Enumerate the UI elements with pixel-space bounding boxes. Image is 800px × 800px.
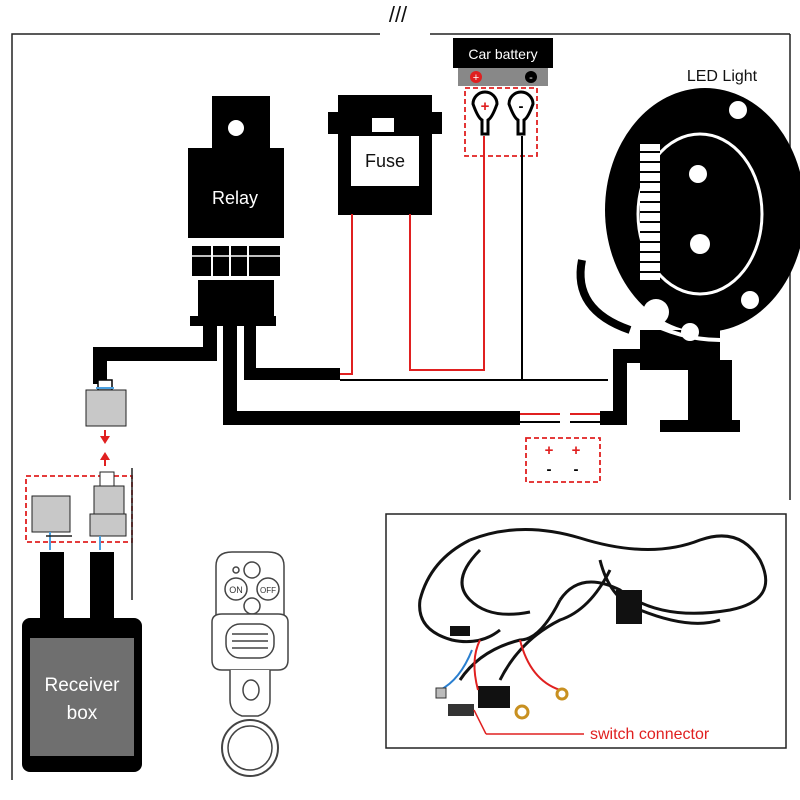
car-battery: Car battery + - (453, 38, 553, 86)
receiver-box-label-line1: Receiver (45, 675, 121, 696)
remote-on-button (224, 577, 248, 601)
battery-plus-sign: + (473, 72, 479, 84)
led-light: LED Light (576, 68, 800, 432)
svg-text:ON: ON (229, 585, 243, 595)
svg-text:OFF: OFF (260, 586, 276, 595)
wiring (93, 136, 660, 425)
ring-terminal-positive: + (471, 90, 499, 136)
battery-minus-terminal (525, 71, 537, 83)
ring-terminal-negative: - (507, 90, 535, 136)
relay-label: Relay (212, 188, 258, 208)
relay: Relay (188, 96, 284, 326)
relay-connector (85, 379, 127, 466)
polarity-minus-1: - (547, 461, 552, 478)
outer-frame (11, 33, 380, 780)
receiver-box-label-line2: box (67, 703, 98, 724)
polarity-minus-2: - (574, 461, 579, 478)
remote-key-fob: ON OFF (211, 551, 289, 777)
fuse-label: Fuse (365, 151, 405, 171)
wiring-harness-photo: switch connector (385, 513, 787, 749)
led-light-label: LED Light (687, 68, 758, 85)
receiver-connectors (25, 468, 133, 622)
battery-plus-terminal (470, 71, 482, 83)
polarity-plus-1: + (545, 442, 554, 459)
ring-terminal-box (464, 87, 538, 157)
switch-connector-label: switch connector (590, 726, 710, 743)
receiver-box: Receiver box (22, 618, 142, 772)
remote-off-button (256, 577, 280, 601)
polarity-box: + + - - (525, 437, 601, 483)
polarity-plus-2: + (572, 442, 581, 459)
battery-minus-sign: - (529, 72, 533, 84)
terminal-minus-sign: - (519, 98, 524, 115)
terminal-plus-sign: + (481, 98, 490, 115)
car-battery-label: Car battery (468, 46, 537, 62)
fuse-holder: Fuse (328, 95, 442, 215)
header-mark: /// (389, 2, 408, 27)
